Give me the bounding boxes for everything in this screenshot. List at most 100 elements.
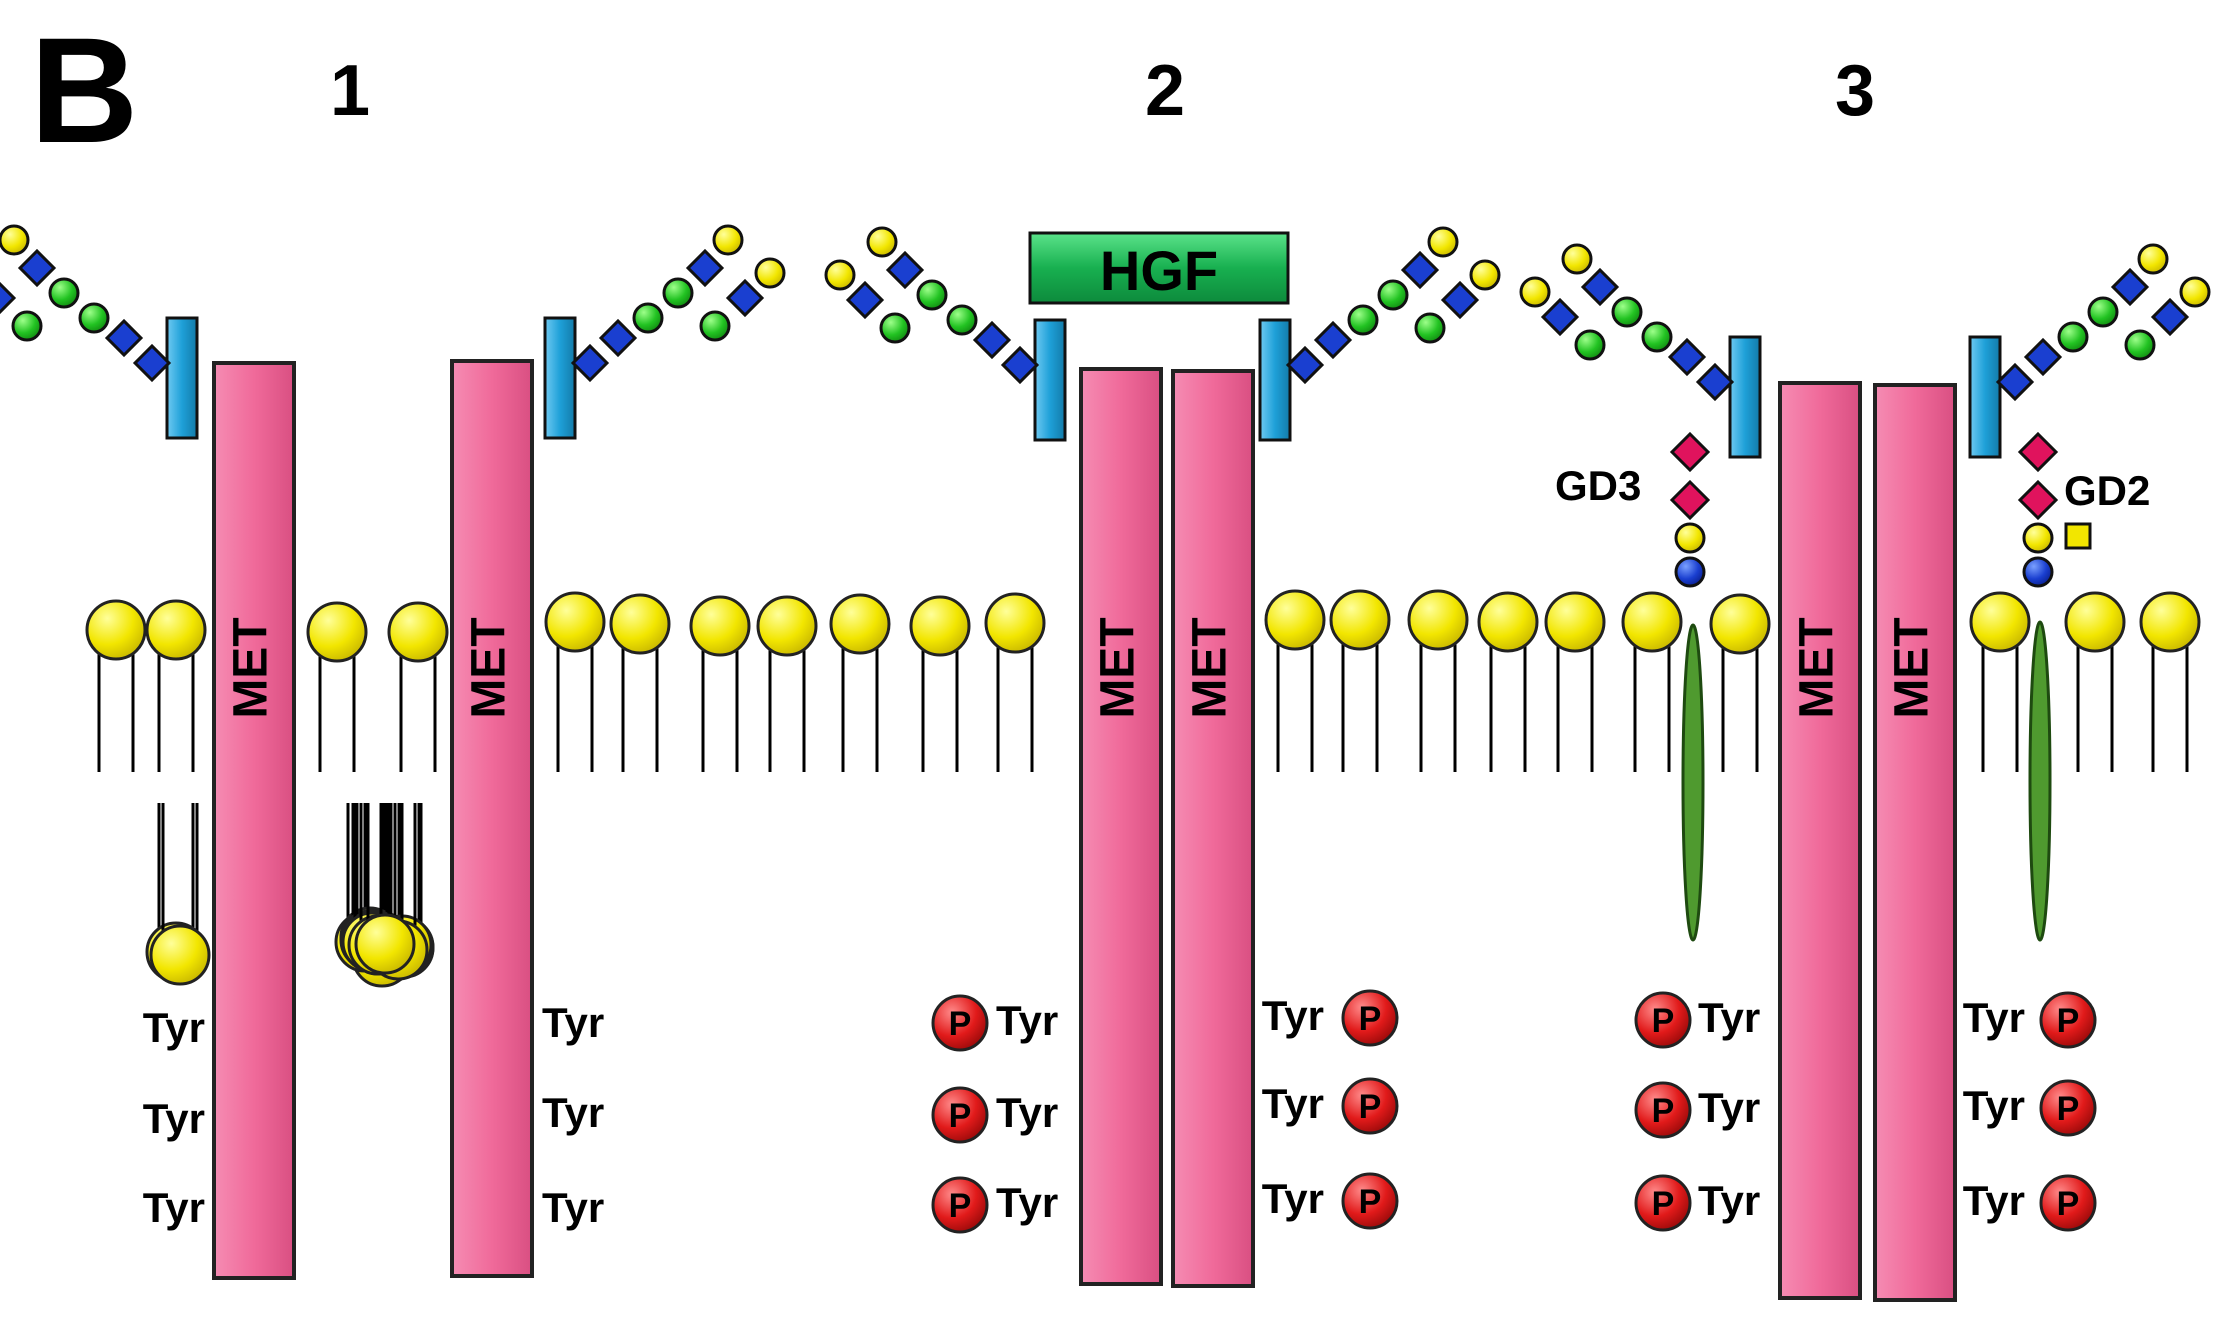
galactose-circle — [1427, 226, 1459, 258]
phosphate-circle-icon: P — [931, 994, 989, 1052]
phosphate-circle — [1634, 1174, 1692, 1232]
phosphate-label: P — [1652, 1092, 1675, 1130]
anchor-bar — [165, 316, 199, 440]
met-label: MET — [1184, 617, 1237, 718]
tyr-label: Tyr — [542, 1089, 604, 1136]
phosphate-label: P — [1359, 1000, 1382, 1038]
glcnac-square — [2110, 267, 2150, 307]
mannose-circle — [2057, 321, 2089, 353]
lipid-head — [2064, 591, 2126, 653]
met-receptor: MET — [1171, 369, 1255, 1288]
mannose-circle — [2087, 296, 2119, 328]
glcnac-square — [132, 343, 172, 383]
ganglioside-chain-icon — [1669, 431, 2092, 942]
mannose-circle — [11, 310, 43, 342]
tyr-label: Tyr — [143, 1004, 205, 1051]
tyr-label: Tyr — [1698, 1084, 1760, 1131]
gd3-label: GD3 — [1555, 462, 1641, 509]
glcnac-square — [972, 320, 1012, 360]
lipid-head — [829, 593, 891, 655]
tyr-label: Tyr — [1963, 1082, 2025, 1129]
ganglioside-tail — [2028, 620, 2052, 942]
sialic-acid-diamond — [2017, 479, 2059, 521]
lipid-head — [1407, 589, 1469, 651]
galactose-circle — [1674, 522, 1706, 554]
lipid-head — [145, 599, 207, 661]
panel-label: B — [30, 6, 138, 174]
lipid-head — [1969, 591, 2031, 653]
lipid-head — [689, 595, 751, 657]
anchor-bar — [1258, 318, 1292, 442]
galactose-circle — [0, 224, 30, 256]
sialic-acid-diamond — [1669, 479, 1711, 521]
tyrosine-residue: Tyr — [143, 1095, 205, 1142]
phosphate-label: P — [1359, 1183, 1382, 1221]
phosphate-circle-icon: P — [1341, 1172, 1399, 1230]
lipid-head — [609, 593, 671, 655]
galactose-circle — [1469, 259, 1501, 291]
glycosylated-anchor — [0, 224, 199, 440]
ganglioside-tail — [1681, 623, 1705, 942]
tyrosine-residue: Tyr — [143, 1004, 205, 1051]
glucose-circle — [1674, 556, 1706, 588]
met-receptor: MET — [1778, 381, 1862, 1300]
tyr-label: Tyr — [542, 999, 604, 1046]
tyr-label: Tyr — [1262, 1080, 1324, 1127]
tyrosine-residue: Tyr — [542, 999, 604, 1046]
galnac-square — [2064, 522, 2092, 550]
tyr-label: Tyr — [1963, 994, 2025, 1041]
galactose-circle — [2179, 276, 2211, 308]
glycosylated-anchor — [1519, 243, 1762, 459]
glcnac-square — [598, 318, 638, 358]
glcnac-square — [1667, 337, 1707, 377]
glcnac-square — [104, 318, 144, 358]
glcnac-square — [1540, 297, 1580, 337]
glucose-circle — [2022, 556, 2054, 588]
glcnac-square — [2023, 337, 2063, 377]
lipid-head — [306, 601, 368, 663]
lipid-head — [544, 591, 606, 653]
anchor-bar — [1728, 335, 1762, 459]
lipid-head — [2139, 591, 2201, 653]
sialic-acid-diamond — [2017, 431, 2059, 473]
phosphate-circle — [931, 994, 989, 1052]
lipid-head — [756, 595, 818, 657]
mannose-circle — [2124, 329, 2156, 361]
lipid-head — [1329, 589, 1391, 651]
phosphate-label: P — [949, 1187, 972, 1225]
galactose-circle — [712, 224, 744, 256]
met-label: MET — [1791, 617, 1844, 718]
phosphate-label: P — [2057, 1002, 2080, 1040]
phosphate-circle-icon: P — [2039, 991, 2097, 1049]
mannose-circle — [1611, 296, 1643, 328]
phosphate-circle-icon: P — [1634, 1174, 1692, 1232]
phosphate-label: P — [949, 1097, 972, 1135]
glycosylated-anchor — [1258, 226, 1501, 442]
phosphate-label: P — [949, 1005, 972, 1043]
glcnac-square — [685, 248, 725, 288]
anchor-bar — [1033, 318, 1067, 442]
tyr-label: Tyr — [542, 1184, 604, 1231]
glcnac-square — [1400, 250, 1440, 290]
glcnac-square — [1995, 362, 2035, 402]
glcnac-square — [1440, 280, 1480, 320]
phospholipid — [145, 599, 211, 986]
anchor-bar — [543, 316, 577, 440]
tyr-label: Tyr — [1262, 1175, 1324, 1222]
lipid-head — [1264, 589, 1326, 651]
phosphate-circle — [2039, 991, 2097, 1049]
tyr-label: Tyr — [1698, 1177, 1760, 1224]
phospholipid — [354, 591, 2201, 975]
gd2-label: GD2 — [2064, 467, 2150, 514]
mannose-circle — [879, 312, 911, 344]
glcnac-square — [1000, 345, 1040, 385]
mannose-circle — [662, 277, 694, 309]
lipid-head — [1477, 591, 1539, 653]
phosphate-label: P — [1652, 1002, 1675, 1040]
tyr-label: Tyr — [143, 1095, 205, 1142]
